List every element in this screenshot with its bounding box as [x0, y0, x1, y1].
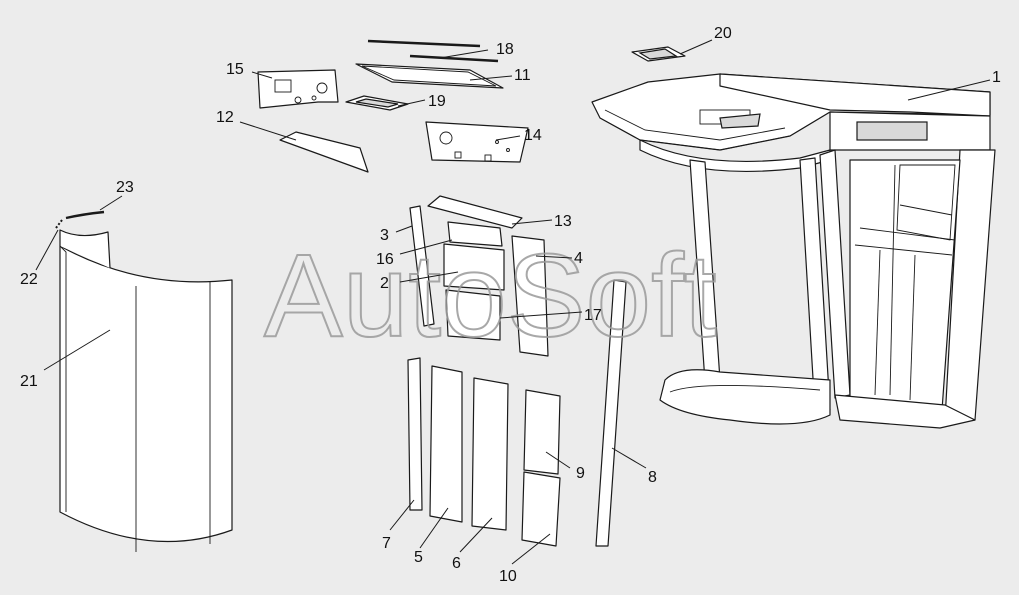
- callout-17: 17: [584, 307, 602, 324]
- callout-19: 19: [428, 93, 446, 110]
- callout-2: 2: [380, 275, 389, 292]
- callout-15: 15: [226, 61, 244, 78]
- callout-23: 23: [116, 179, 134, 196]
- callout-4: 4: [574, 250, 583, 267]
- callout-3: 3: [380, 227, 389, 244]
- part-11-panel: [355, 63, 504, 89]
- callout-14: 14: [524, 127, 542, 144]
- callout-5: 5: [414, 549, 423, 566]
- part-14-panel: [425, 121, 529, 163]
- callout-21: 21: [20, 373, 38, 390]
- part-18-strips: [367, 39, 499, 63]
- callout-1: 1: [992, 69, 1001, 86]
- part-9-panel: [523, 389, 561, 475]
- part-21-curved-panel: [59, 229, 233, 552]
- part-17-panel: [445, 289, 501, 341]
- callout-labels: 1 2 3 4 5 6 7 8 9 10 11 12 13 14 15 16 1…: [20, 25, 1001, 585]
- callout-7: 7: [382, 535, 391, 552]
- callout-10: 10: [499, 568, 517, 585]
- part-3-side-strip: [409, 205, 435, 327]
- part-7-strip: [407, 357, 423, 511]
- watermark: AutoSoft: [264, 230, 717, 362]
- callout-12: 12: [216, 109, 234, 126]
- callout-6: 6: [452, 555, 461, 572]
- part-16-panel: [447, 221, 503, 247]
- part-22-23-seals: [55, 210, 105, 229]
- part-15-panel: [257, 69, 339, 109]
- part-19-frame: [345, 95, 409, 111]
- callout-20: 20: [714, 25, 732, 42]
- callout-13: 13: [554, 213, 572, 230]
- part-10-panel: [521, 471, 561, 547]
- part-20-hatch: [631, 46, 686, 62]
- part-6-strip: [471, 377, 509, 531]
- callout-16: 16: [376, 251, 394, 268]
- part-8-bar: [595, 279, 627, 547]
- part-13-panel: [427, 195, 523, 229]
- callout-18: 18: [496, 41, 514, 58]
- part-1-cab-frame: [591, 73, 996, 429]
- callout-22: 22: [20, 271, 38, 288]
- callout-8: 8: [648, 469, 657, 486]
- part-4-side-strip: [511, 235, 549, 357]
- part-2-panel: [443, 243, 505, 291]
- part-5-strip: [429, 365, 463, 523]
- callout-9: 9: [576, 465, 585, 482]
- part-12-wedge: [279, 131, 369, 173]
- leader-lines: [35, 39, 991, 565]
- callout-11: 11: [514, 67, 531, 84]
